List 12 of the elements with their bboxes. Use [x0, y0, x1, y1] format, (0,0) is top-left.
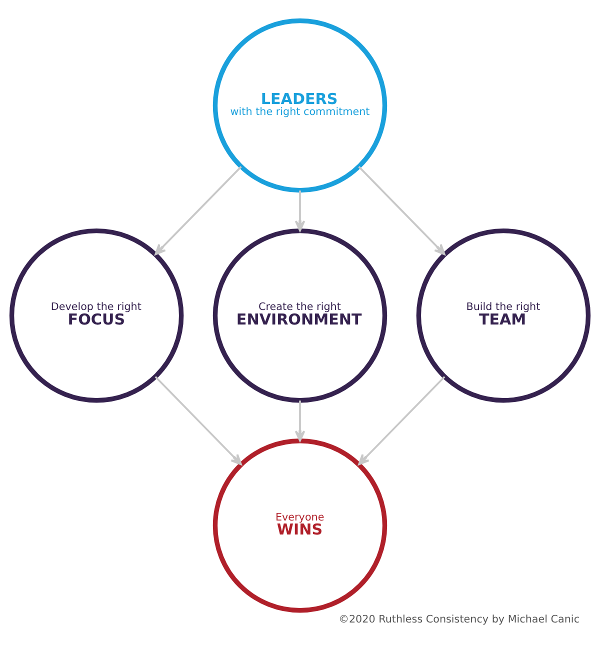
caption: ©2020 Ruthless Consistency by Michael Canic: [338, 613, 580, 626]
node-circle: LEADERS with the right commitment: [212, 18, 388, 193]
arrow: [358, 376, 446, 466]
arrow: [294, 190, 306, 232]
node-circle: Create the right ENVIRONMENT: [212, 228, 388, 403]
arrow: [294, 400, 306, 442]
arrow: [358, 166, 446, 256]
node-circle: Develop the right FOCUS: [9, 228, 184, 403]
arrow: [154, 376, 242, 466]
node-circle: Build the right TEAM: [416, 228, 591, 403]
node-circle: Everyone WINS: [212, 438, 388, 613]
arrow: [154, 166, 242, 256]
